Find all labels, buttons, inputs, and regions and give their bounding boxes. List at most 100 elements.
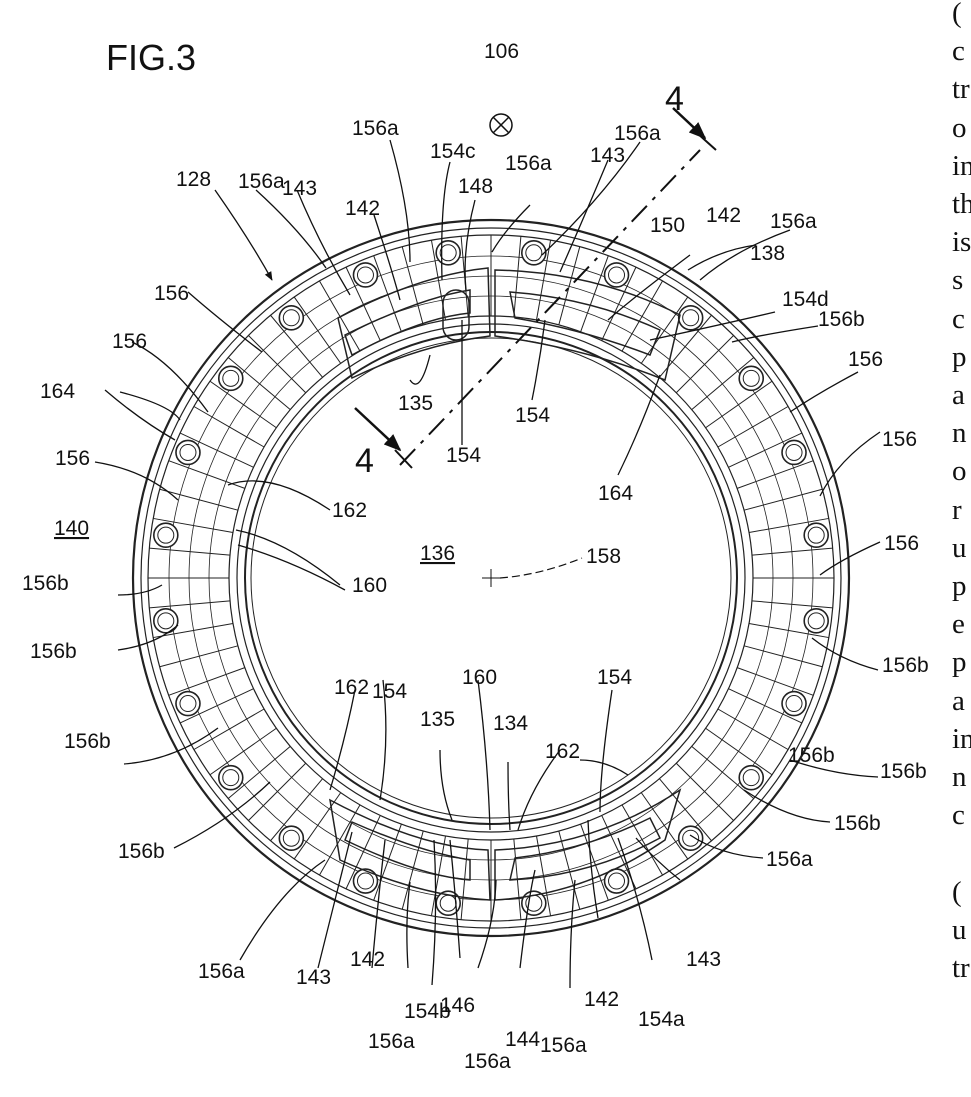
bolt-hole [782,692,806,716]
label-156-l1: 156 [154,282,189,305]
bolt-hole [679,306,703,330]
label-143-bl: 143 [296,966,331,989]
label-135-bottom: 135 [420,708,455,731]
label-156a-4: 156a [770,210,817,233]
ring-rib [320,281,361,351]
page-text-fragment: ( c tr o in th is s c p a n o r u p e p … [952,0,971,987]
ring-rib [248,763,305,820]
label-156a-1: 156a [352,117,399,140]
ring-rib [559,247,580,325]
label-135-top: 135 [398,392,433,415]
label-142-tl: 142 [345,197,380,220]
label-156a-9: 156a [464,1050,511,1073]
bolt-hole [739,366,763,390]
label-143-br: 143 [686,948,721,971]
label-128: 128 [176,168,211,191]
bolt-hole [219,766,243,790]
ring-rib [744,489,822,510]
label-143-tl: 143 [282,177,317,200]
label-156b-1: 156b [818,308,865,331]
bolt-hole [279,306,303,330]
label-162-right: 162 [545,740,580,763]
ring-rib [676,763,733,820]
label-162-bottom: 162 [334,676,369,699]
bolt-hole [353,869,377,893]
bolt-hole [782,440,806,464]
label-154-top-mid: 154 [446,444,481,467]
label-154b: 154b [404,1000,451,1023]
label-156-r1: 156 [848,348,883,371]
label-156-l3: 156 [55,447,90,470]
label-160-bottom: 160 [462,666,497,689]
figure-title: FIG.3 [106,37,196,78]
label-158: 158 [586,545,621,568]
label-154-br: 154 [597,666,632,689]
label-156a-10: 156a [540,1034,587,1057]
label-142-bl: 142 [350,948,385,971]
bolt-hole [176,440,200,464]
bolt-hole [522,241,546,265]
label-164-right: 164 [598,482,633,505]
label-154-top-right: 154 [515,404,550,427]
ring-rib [169,461,245,489]
label-136: 136 [420,542,455,565]
label-160-left: 160 [352,574,387,597]
label-156-l2: 156 [112,330,147,353]
ring-rib [194,407,264,448]
bolt-hole [679,826,703,850]
ring-rib [320,805,361,875]
bolt-hole [804,609,828,633]
ring-rib [676,335,733,392]
section-marker-bottom: 4 [355,442,374,480]
label-156b-5: 156b [22,572,69,595]
ring-rib [581,256,609,332]
label-142-br: 142 [584,988,619,1011]
ring-rib [194,709,264,750]
label-156b-3: 156b [880,760,927,783]
label-156b-4: 156b [834,812,881,835]
ring-rib [160,646,238,667]
ring-rib [160,489,238,510]
label-156-r2: 156 [882,428,917,451]
bolt-hole [804,523,828,547]
label-156a-5: 156a [766,848,813,871]
ring-rib [248,335,305,392]
bolt-hole [739,766,763,790]
label-154-bl: 154 [372,680,407,703]
label-156a-3: 156a [614,122,661,145]
label-156a-7: 156a [198,960,245,983]
label-156b-9: 156b [788,744,835,767]
label-143-top: 143 [590,144,625,167]
labels: FIG.3 4 4 106 128 140 136 158 156a 154c … [22,37,929,1073]
ring-rib [718,407,788,448]
label-134: 134 [493,712,528,735]
section-line [355,108,716,587]
leader-lines [95,140,880,988]
label-154c: 154c [430,140,476,163]
label-148: 148 [458,175,493,198]
bolt-hole [605,263,629,287]
label-156a-8: 156a [368,1030,415,1053]
label-156b-2: 156b [882,654,929,677]
label-156b-7: 156b [64,730,111,753]
ring-rib [744,646,822,667]
label-144: 144 [505,1028,540,1051]
label-164-left: 164 [40,380,75,403]
bolt-hole [219,366,243,390]
ring-rib [737,668,813,696]
bolt-hole [353,263,377,287]
bolt-hole [154,609,178,633]
label-106: 106 [484,40,519,63]
label-150: 150 [650,214,685,237]
label-156a-6: 156a [238,170,285,193]
label-162-left: 162 [332,499,367,522]
bolt-hole [279,826,303,850]
ring-rib [737,461,813,489]
section-marker-top: 4 [665,80,684,118]
label-138: 138 [750,242,785,265]
label-156a-2: 156a [505,152,552,175]
label-140: 140 [54,517,89,540]
ring-rib [169,668,245,696]
ring-rib [718,709,788,750]
